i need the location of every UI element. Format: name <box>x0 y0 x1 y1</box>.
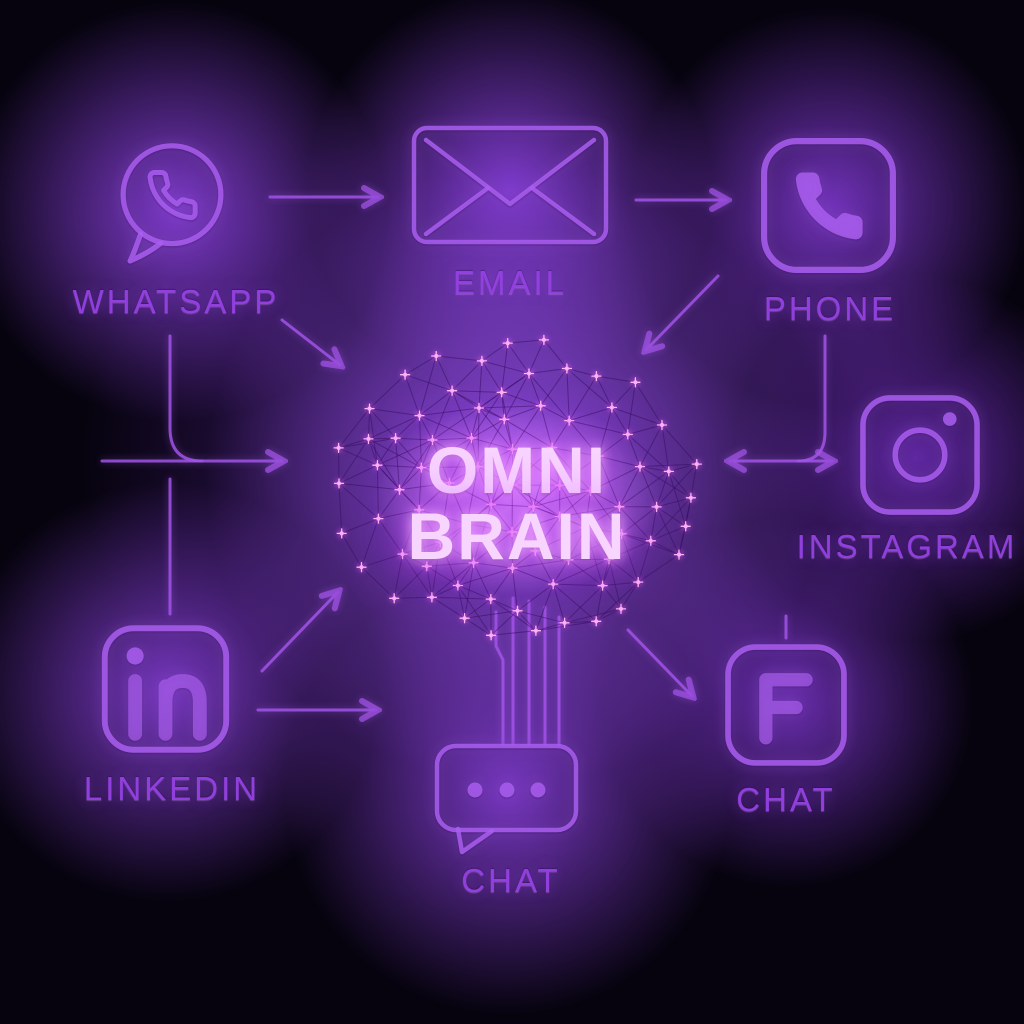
linkedin-label: LINKEDIN <box>83 770 261 807</box>
phone-icon <box>761 138 896 273</box>
center-title-line1: OMNI <box>426 433 608 507</box>
instagram-icon <box>860 395 980 515</box>
email-label: EMAIL <box>452 264 568 301</box>
whatsapp-node <box>113 140 231 268</box>
chat-right-node <box>722 642 850 768</box>
whatsapp-icon <box>120 143 224 264</box>
linkedin-node <box>98 623 233 755</box>
chat-bubble-icon <box>434 743 579 855</box>
instagram-label: INSTAGRAM <box>796 528 1018 565</box>
chat-bottom-label: CHAT <box>461 862 561 899</box>
whatsapp-label: WHATSAPP <box>72 283 280 320</box>
phone-node <box>760 137 897 274</box>
center-title: OMNI BRAIN <box>408 437 627 569</box>
instagram-node <box>857 393 983 517</box>
chat-bottom-node <box>433 742 580 857</box>
linkedin-icon <box>101 625 230 753</box>
chat-right-label: CHAT <box>736 781 836 818</box>
phone-label: PHONE <box>763 290 897 327</box>
center-title-line2: BRAIN <box>407 499 627 573</box>
messenger-f-icon <box>725 644 847 766</box>
email-node <box>408 122 612 248</box>
email-icon <box>411 125 609 245</box>
